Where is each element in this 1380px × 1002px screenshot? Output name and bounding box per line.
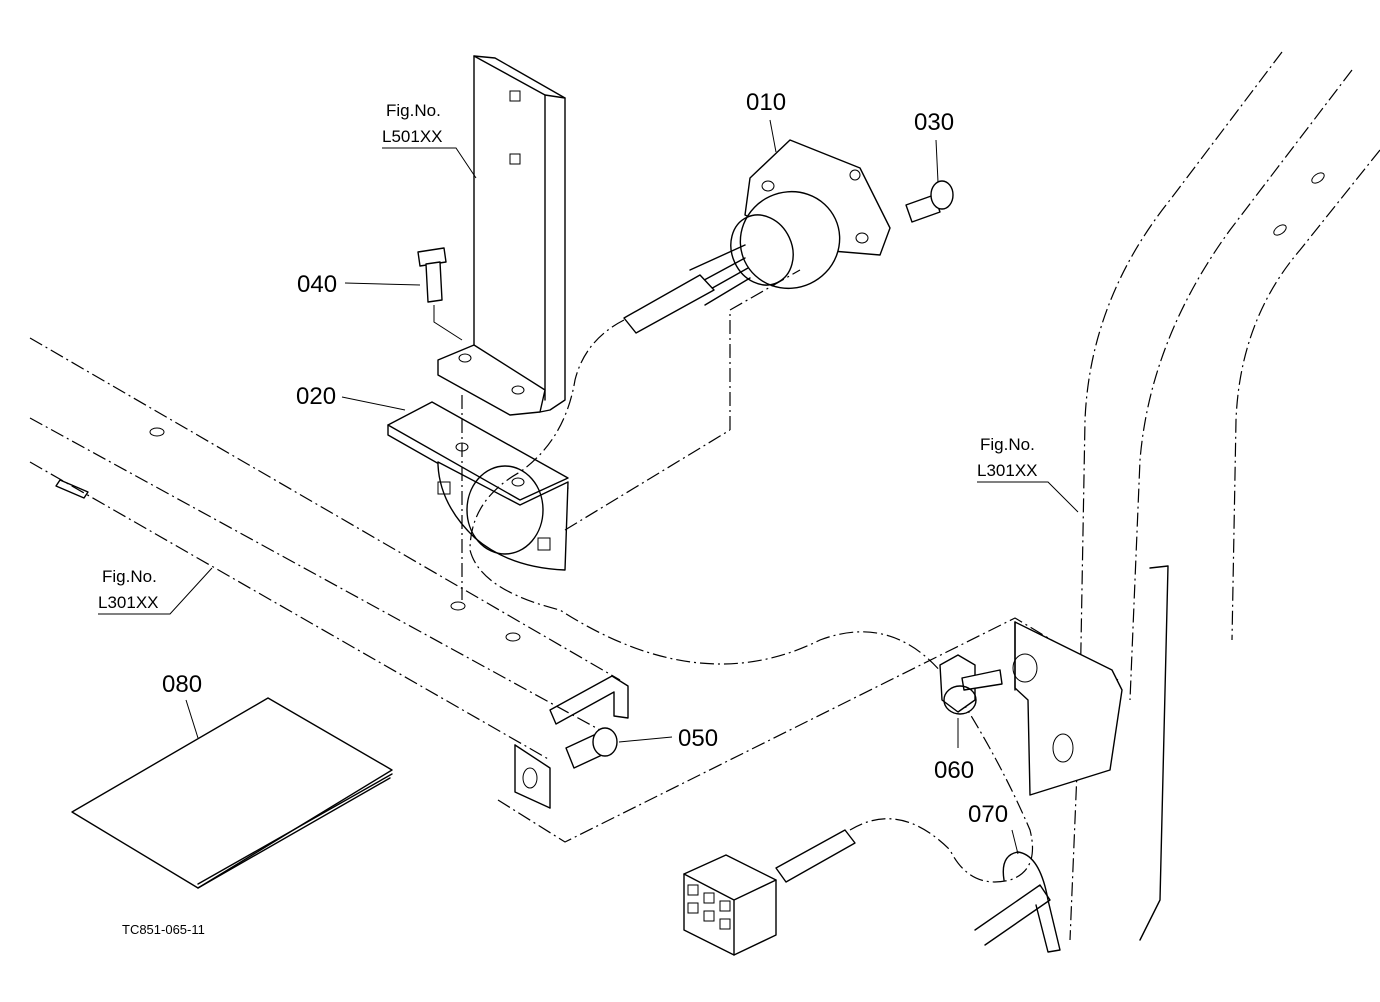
bolt-040 bbox=[417, 247, 447, 303]
callout-010: 010 bbox=[746, 89, 786, 116]
channel-end-bracket bbox=[514, 675, 629, 809]
fig-ref-right-code: L301XX bbox=[977, 461, 1038, 480]
fig-ref-top-label: Fig.No. bbox=[386, 101, 441, 120]
drawing-code: TC851-065-11 bbox=[122, 922, 205, 937]
callout-070: 070 bbox=[968, 801, 1008, 828]
callout-080: 080 bbox=[162, 671, 202, 698]
callout-030: 030 bbox=[914, 109, 954, 136]
cab-frame bbox=[1069, 51, 1380, 941]
callout-050: 050 bbox=[678, 725, 718, 752]
fig-ref-top-code: L501XX bbox=[382, 127, 443, 146]
bolt-030 bbox=[905, 180, 954, 223]
fig-ref-right-label: Fig.No. bbox=[980, 435, 1035, 454]
main-frame bbox=[29, 337, 1119, 843]
bolt-050 bbox=[565, 727, 618, 769]
clamp-060 bbox=[939, 654, 1003, 715]
connector bbox=[683, 829, 856, 956]
callout-060: 060 bbox=[934, 757, 974, 784]
right-bracket bbox=[1012, 621, 1123, 796]
callout-040: 040 bbox=[297, 271, 337, 298]
manual-080 bbox=[71, 697, 393, 889]
callout-020: 020 bbox=[296, 383, 336, 410]
fig-ref-left-code: L301XX bbox=[98, 593, 159, 612]
cable-tie-070 bbox=[974, 851, 1061, 953]
leader-lines bbox=[98, 119, 1079, 855]
fig-ref-left-label: Fig.No. bbox=[102, 567, 157, 586]
mounting-bracket-020 bbox=[387, 401, 569, 571]
socket-010 bbox=[623, 139, 891, 334]
vertical-bracket bbox=[437, 55, 566, 416]
harness-routing bbox=[461, 269, 1034, 883]
